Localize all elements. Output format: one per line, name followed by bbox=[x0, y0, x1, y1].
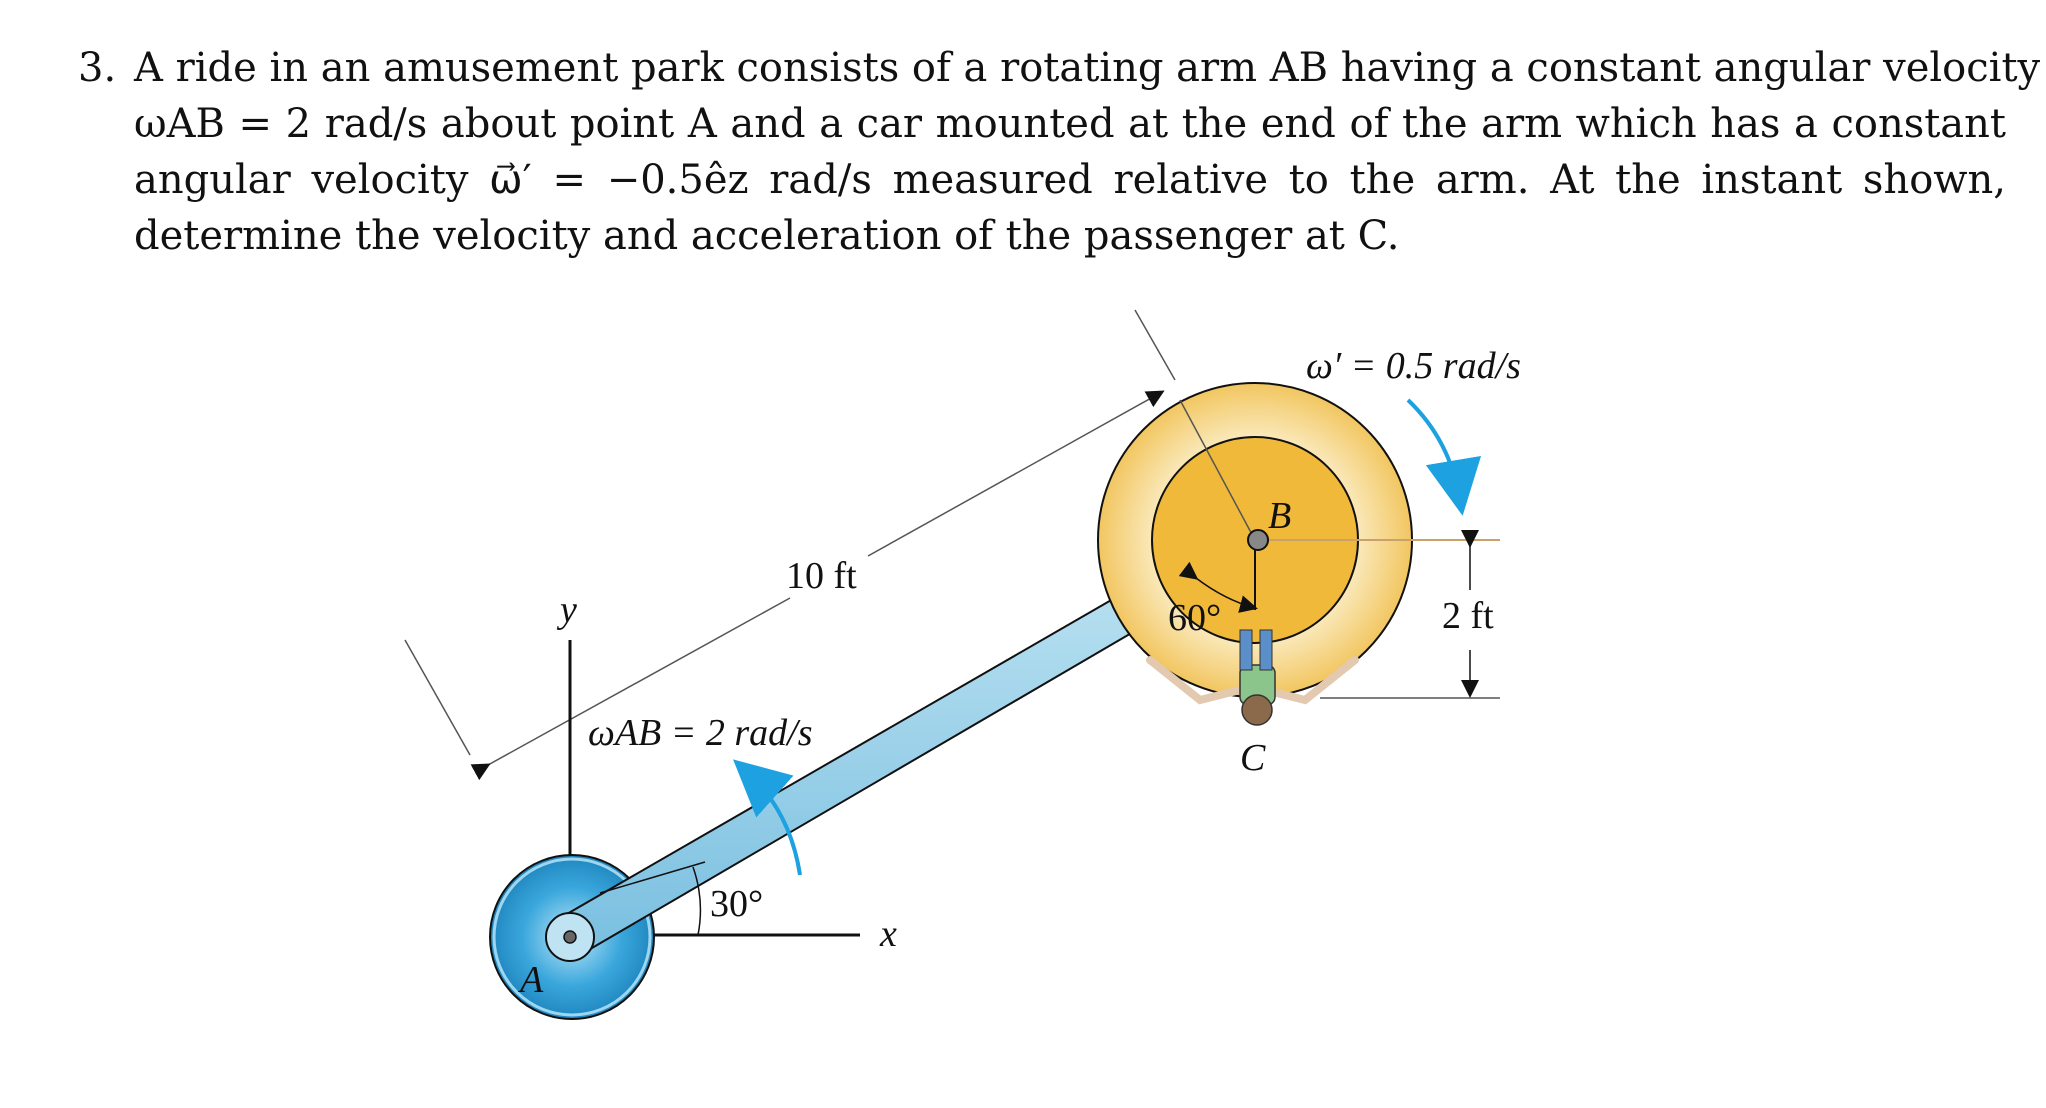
problem-line-2: ωAB = 2 rad/s about point A and a car mo… bbox=[134, 101, 2006, 147]
problem-line-4: determine the velocity and acceleration … bbox=[134, 213, 1400, 259]
dimension-2ft bbox=[1320, 530, 1500, 699]
arm-AB bbox=[545, 593, 1142, 962]
label-omega-ab: ωAB = 2 rad/s bbox=[588, 712, 813, 754]
label-y: y bbox=[556, 589, 577, 631]
label-C: C bbox=[1240, 737, 1266, 779]
label-x: x bbox=[879, 913, 897, 955]
angle-30-marker bbox=[599, 861, 706, 936]
label-A: A bbox=[517, 959, 544, 1001]
angle-60-arc bbox=[1178, 561, 1258, 613]
problem-line-3: angular velocity ω⃗′ = −0.5êz rad/s meas… bbox=[134, 157, 2006, 203]
car-B bbox=[1097, 382, 1500, 698]
label-arm-length: 10 ft bbox=[786, 555, 857, 597]
problem-line-1: A ride in an amusement park consists of … bbox=[134, 45, 2041, 91]
label-car-radius: 2 ft bbox=[1442, 595, 1494, 637]
dimension-10ft bbox=[404, 309, 1176, 781]
omega-ab-arrow bbox=[733, 759, 802, 876]
label-omega-prime: ω′ = 0.5 rad/s bbox=[1306, 345, 1521, 387]
label-B: B bbox=[1268, 495, 1291, 537]
label-angle-30: 30° bbox=[710, 883, 763, 925]
omega-prime-arrow bbox=[1406, 398, 1482, 516]
passenger-C bbox=[1146, 629, 1359, 726]
problem-number: 3. bbox=[78, 45, 117, 91]
label-angle-60: 60° bbox=[1168, 597, 1221, 639]
